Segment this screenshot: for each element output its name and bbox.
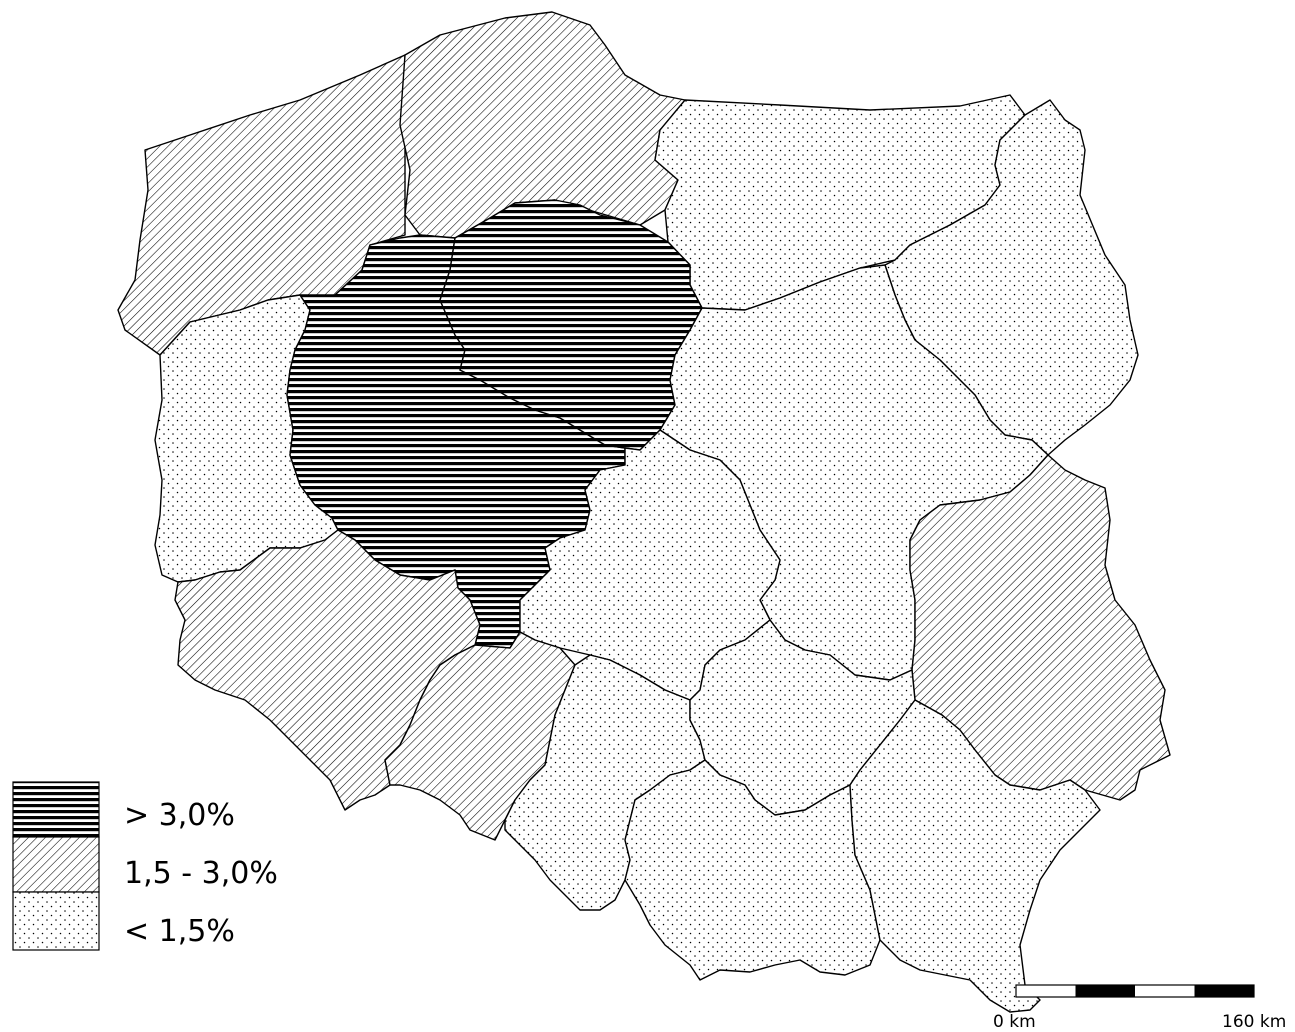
map-legend: > 3,0% 1,5 - 3,0% < 1,5% (12, 781, 278, 951)
scale-bar: 0 km 160 km (993, 984, 1286, 1032)
region-podkarpackie (849, 699, 1101, 1013)
scale-segment (1194, 985, 1254, 997)
legend-item-low: < 1,5% (12, 891, 235, 951)
scale-start-label: 0 km (993, 1012, 1036, 1032)
legend-swatch-high (12, 781, 100, 838)
legend-swatch-mid (12, 836, 100, 893)
legend-label-high: > 3,0% (124, 798, 235, 833)
legend-swatch-low (12, 891, 100, 951)
region-opolskie (384, 631, 576, 841)
scale-end-label: 160 km (1222, 1012, 1286, 1032)
scale-segment (1075, 985, 1135, 997)
legend-item-high: > 3,0% (12, 781, 235, 838)
legend-label-low: < 1,5% (124, 914, 235, 949)
voivodeships-layer (117, 11, 1171, 1013)
region-warminsko-mazurskie (654, 94, 1026, 311)
legend-label-mid: 1,5 - 3,0% (124, 856, 278, 891)
region-malopolskie (624, 759, 881, 981)
legend-item-mid: 1,5 - 3,0% (12, 836, 278, 893)
